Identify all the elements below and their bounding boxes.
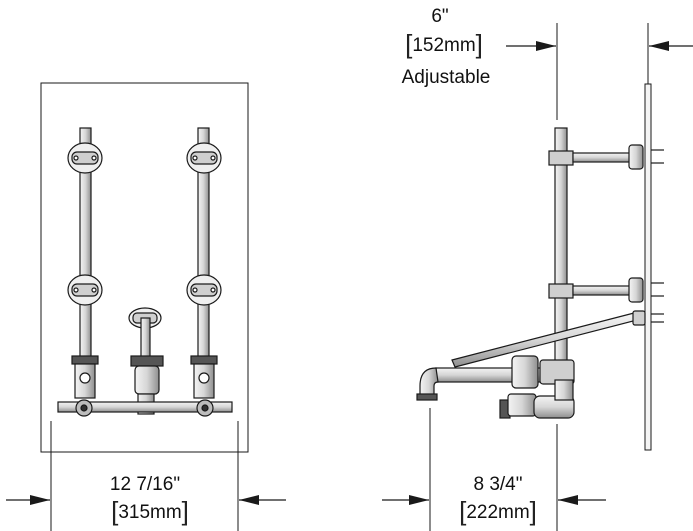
side-top-inches-label: 6"	[431, 6, 449, 27]
side-riser-pipe	[554, 127, 568, 385]
side-top-note-label: Adjustable	[401, 67, 491, 88]
side-diagonal-rod	[451, 310, 664, 368]
lower-left-flange	[67, 274, 103, 306]
upper-right-flange	[186, 142, 222, 174]
side-bottom-arrowhead-right	[558, 495, 578, 505]
center-support	[128, 307, 162, 359]
side-lower-arm	[548, 277, 664, 303]
front-width-mm-label: [315mm]	[80, 498, 220, 524]
side-top-arrowhead-right	[649, 41, 669, 51]
lower-right-flange	[186, 274, 222, 306]
front-arrowhead-left	[30, 495, 50, 505]
front-wall-panel	[40, 82, 249, 453]
side-bottom-mm-label: [222mm]	[436, 498, 560, 524]
bracket-close: ]	[181, 496, 189, 526]
upper-left-flange	[67, 142, 103, 174]
front-width-mm-value: 315mm	[118, 502, 182, 523]
side-view	[382, 23, 693, 531]
side-bottom-elbow	[533, 379, 575, 419]
front-manifold-pipe	[57, 401, 233, 413]
side-valve-body	[499, 355, 575, 419]
side-bottom-mm-value: 222mm	[466, 502, 530, 523]
front-arrowhead-right	[239, 495, 259, 505]
front-view	[6, 82, 286, 531]
side-top-mm-label: [152mm]	[382, 31, 506, 57]
front-width-inches-label: 12 7/16"	[109, 474, 181, 495]
side-top-arrowhead-left	[536, 41, 556, 51]
right-valve-body	[190, 355, 218, 399]
left-valve-body	[71, 355, 99, 399]
side-bottom-inches-label: 8 3/4"	[473, 474, 523, 495]
bracket-open: [	[111, 496, 119, 526]
side-wall-edge	[644, 83, 652, 451]
side-top-mm-value: 152mm	[412, 35, 476, 56]
bracket-close: ]	[529, 496, 537, 526]
bracket-close: ]	[475, 29, 483, 59]
side-upper-arm	[548, 144, 664, 170]
bracket-open: [	[459, 496, 467, 526]
bracket-open: [	[405, 29, 413, 59]
side-bottom-arrowhead-left	[409, 495, 429, 505]
